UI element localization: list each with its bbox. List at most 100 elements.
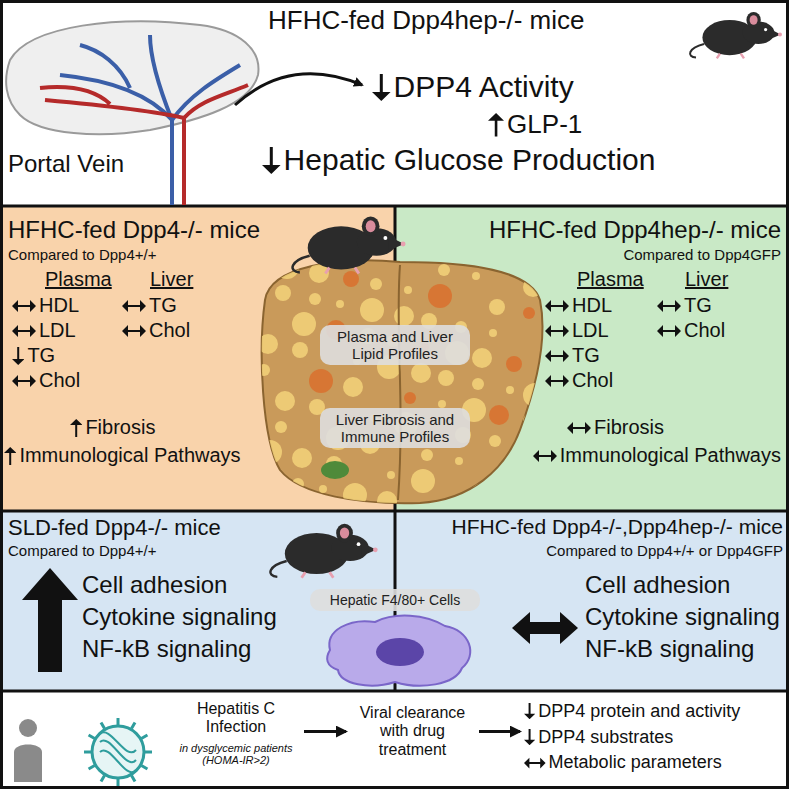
- mouse-icon: [270, 524, 377, 578]
- text-row: Plasma: [577, 268, 644, 291]
- arrow-icon: [12, 347, 24, 365]
- flow-step: DPP4 protein and activityDPP4 substrates…: [524, 701, 740, 773]
- label-text: Viral clearance with drug treatment: [350, 704, 475, 759]
- flow-step: Hepatitis C Infection in dysglycemic pati…: [172, 700, 300, 767]
- flow-arrow: [479, 730, 520, 733]
- text-row: in dysglycemic patients (HOMA-IR>2): [172, 742, 300, 767]
- label-text: Hepatic Glucose Production: [284, 143, 656, 178]
- text-row: Hepatic F4/80+ Cells: [316, 592, 474, 608]
- text-row: Chol: [12, 369, 80, 392]
- text-row: SLD-fed Dpp4-/- mice: [8, 515, 221, 540]
- label-text: in dysglycemic patients (HOMA-IR>2): [172, 742, 300, 767]
- label-text: HDL: [572, 294, 612, 317]
- panel-title: SLD-fed Dpp4-/- mice: [8, 515, 221, 540]
- flow-arrow: [304, 730, 346, 733]
- virus-icon: [84, 718, 152, 786]
- panel-title: HFHC-fed Dpp4hep-/- mice: [268, 6, 584, 36]
- panel-fill: [0, 691, 789, 789]
- flow-step: Viral clearance with drug treatment: [350, 704, 475, 759]
- text-row: GLP-1: [488, 110, 582, 140]
- text-row: HDL: [545, 294, 612, 317]
- label-text: Plasma: [45, 268, 112, 291]
- label-text: GLP-1: [507, 110, 582, 140]
- arrow-icon: [12, 297, 36, 315]
- label-text: Cytokine signaling: [82, 603, 277, 631]
- text-row: TG: [12, 344, 55, 367]
- panel-title: HFHC-fed Dpp4-/-,Dpp4hep-/- mice: [452, 515, 783, 539]
- text-row: Immunological Pathways: [533, 444, 781, 467]
- label-text: Compared to Dpp4+/+ or Dpp4GFP: [546, 542, 783, 559]
- text-row: Cytokine signaling: [82, 603, 277, 631]
- text-row: LDL: [12, 319, 76, 342]
- arrow-icon: [657, 297, 681, 315]
- label-text: TG: [27, 344, 55, 367]
- text-row: Compared to Dpp4+/+ or Dpp4GFP: [546, 542, 783, 559]
- panel-band: HFHC-fed Dpp4hep-/- micePortal VeinDPP4 …: [0, 0, 789, 206]
- arrow-icon: [545, 297, 569, 315]
- label-text: TG: [149, 294, 177, 317]
- arrow-icon: [524, 729, 535, 745]
- text-row: Hepatitis C Infection: [172, 700, 300, 737]
- fatty-liver: [258, 255, 547, 511]
- label-text: Plasma: [577, 268, 644, 291]
- label-text: Chol: [572, 369, 613, 392]
- arrow-icon: [4, 447, 16, 465]
- label-text: Cell adhesion: [82, 571, 227, 599]
- arrow-icon: [524, 703, 535, 719]
- arrow-icon: [12, 372, 36, 390]
- text-row: Cell adhesion: [585, 571, 730, 599]
- label-text: Chol: [39, 369, 80, 392]
- text-row: Metabolic parameters: [524, 752, 722, 773]
- label-text: Liver: [685, 268, 728, 291]
- mouse-icon: [293, 216, 406, 273]
- label-text: Fibrosis: [594, 416, 664, 439]
- big-lr-arrow: [512, 612, 578, 644]
- label-text: Liver Fibrosis and Immune Profiles: [326, 411, 464, 446]
- label-text: Immunological Pathways: [19, 444, 240, 467]
- text-row: DPP4 substrates: [524, 727, 673, 748]
- arrow-icon: [545, 372, 569, 390]
- text-row: Viral clearance with drug treatment: [350, 704, 475, 759]
- arrow-icon: [567, 419, 591, 437]
- arrow-icon: [12, 322, 36, 340]
- text-row: Chol: [657, 319, 725, 342]
- label-text: LDL: [572, 319, 609, 342]
- label-text: DPP4 substrates: [538, 727, 673, 748]
- label-text: Fibrosis: [85, 416, 155, 439]
- text-row: NF-kB signaling: [585, 635, 754, 663]
- topic-box: Plasma and Liver Lipid Profiles: [320, 325, 470, 366]
- text-row: Fibrosis: [70, 416, 155, 439]
- text-row: LDL: [545, 319, 609, 342]
- arrow-icon: [488, 113, 504, 136]
- arrow-icon: [545, 347, 569, 365]
- label-text: Plasma and Liver Lipid Profiles: [326, 328, 464, 363]
- macrophage: [327, 616, 470, 686]
- label-text: Metabolic parameters: [549, 752, 722, 773]
- text-row: Liver: [685, 268, 728, 291]
- label-text: Compared to Dpp4+/+: [8, 246, 156, 263]
- text-row: Plasma and Liver Lipid Profiles: [326, 328, 464, 363]
- text-row: NF-kB signaling: [82, 635, 251, 663]
- arrow-icon: [533, 447, 557, 465]
- text-row: TG: [545, 344, 600, 367]
- label-text: Chol: [149, 319, 190, 342]
- text-row: Immunological Pathways: [4, 444, 241, 467]
- text-row: Portal Vein: [8, 150, 124, 178]
- text-row: Liver Fibrosis and Immune Profiles: [326, 411, 464, 446]
- label-text: Compared to Dpp4GFP: [623, 246, 781, 263]
- arrow-icon: [122, 297, 146, 315]
- arrow-icon: [545, 322, 569, 340]
- arrow-icon: [524, 755, 546, 771]
- label-text: Cell adhesion: [585, 571, 730, 599]
- big-up-arrow: [22, 568, 78, 672]
- label-text: TG: [684, 294, 712, 317]
- label-text: Chol: [684, 319, 725, 342]
- curved-arrow: [235, 74, 362, 105]
- label-text: Portal Vein: [8, 150, 124, 178]
- label-text: NF-kB signaling: [82, 635, 251, 663]
- arrow-icon: [372, 74, 391, 101]
- text-row: HFHC-fed Dpp4-/-,Dpp4hep-/- mice: [452, 515, 783, 539]
- text-row: HFHC-fed Dpp4hep-/- mice: [489, 216, 781, 244]
